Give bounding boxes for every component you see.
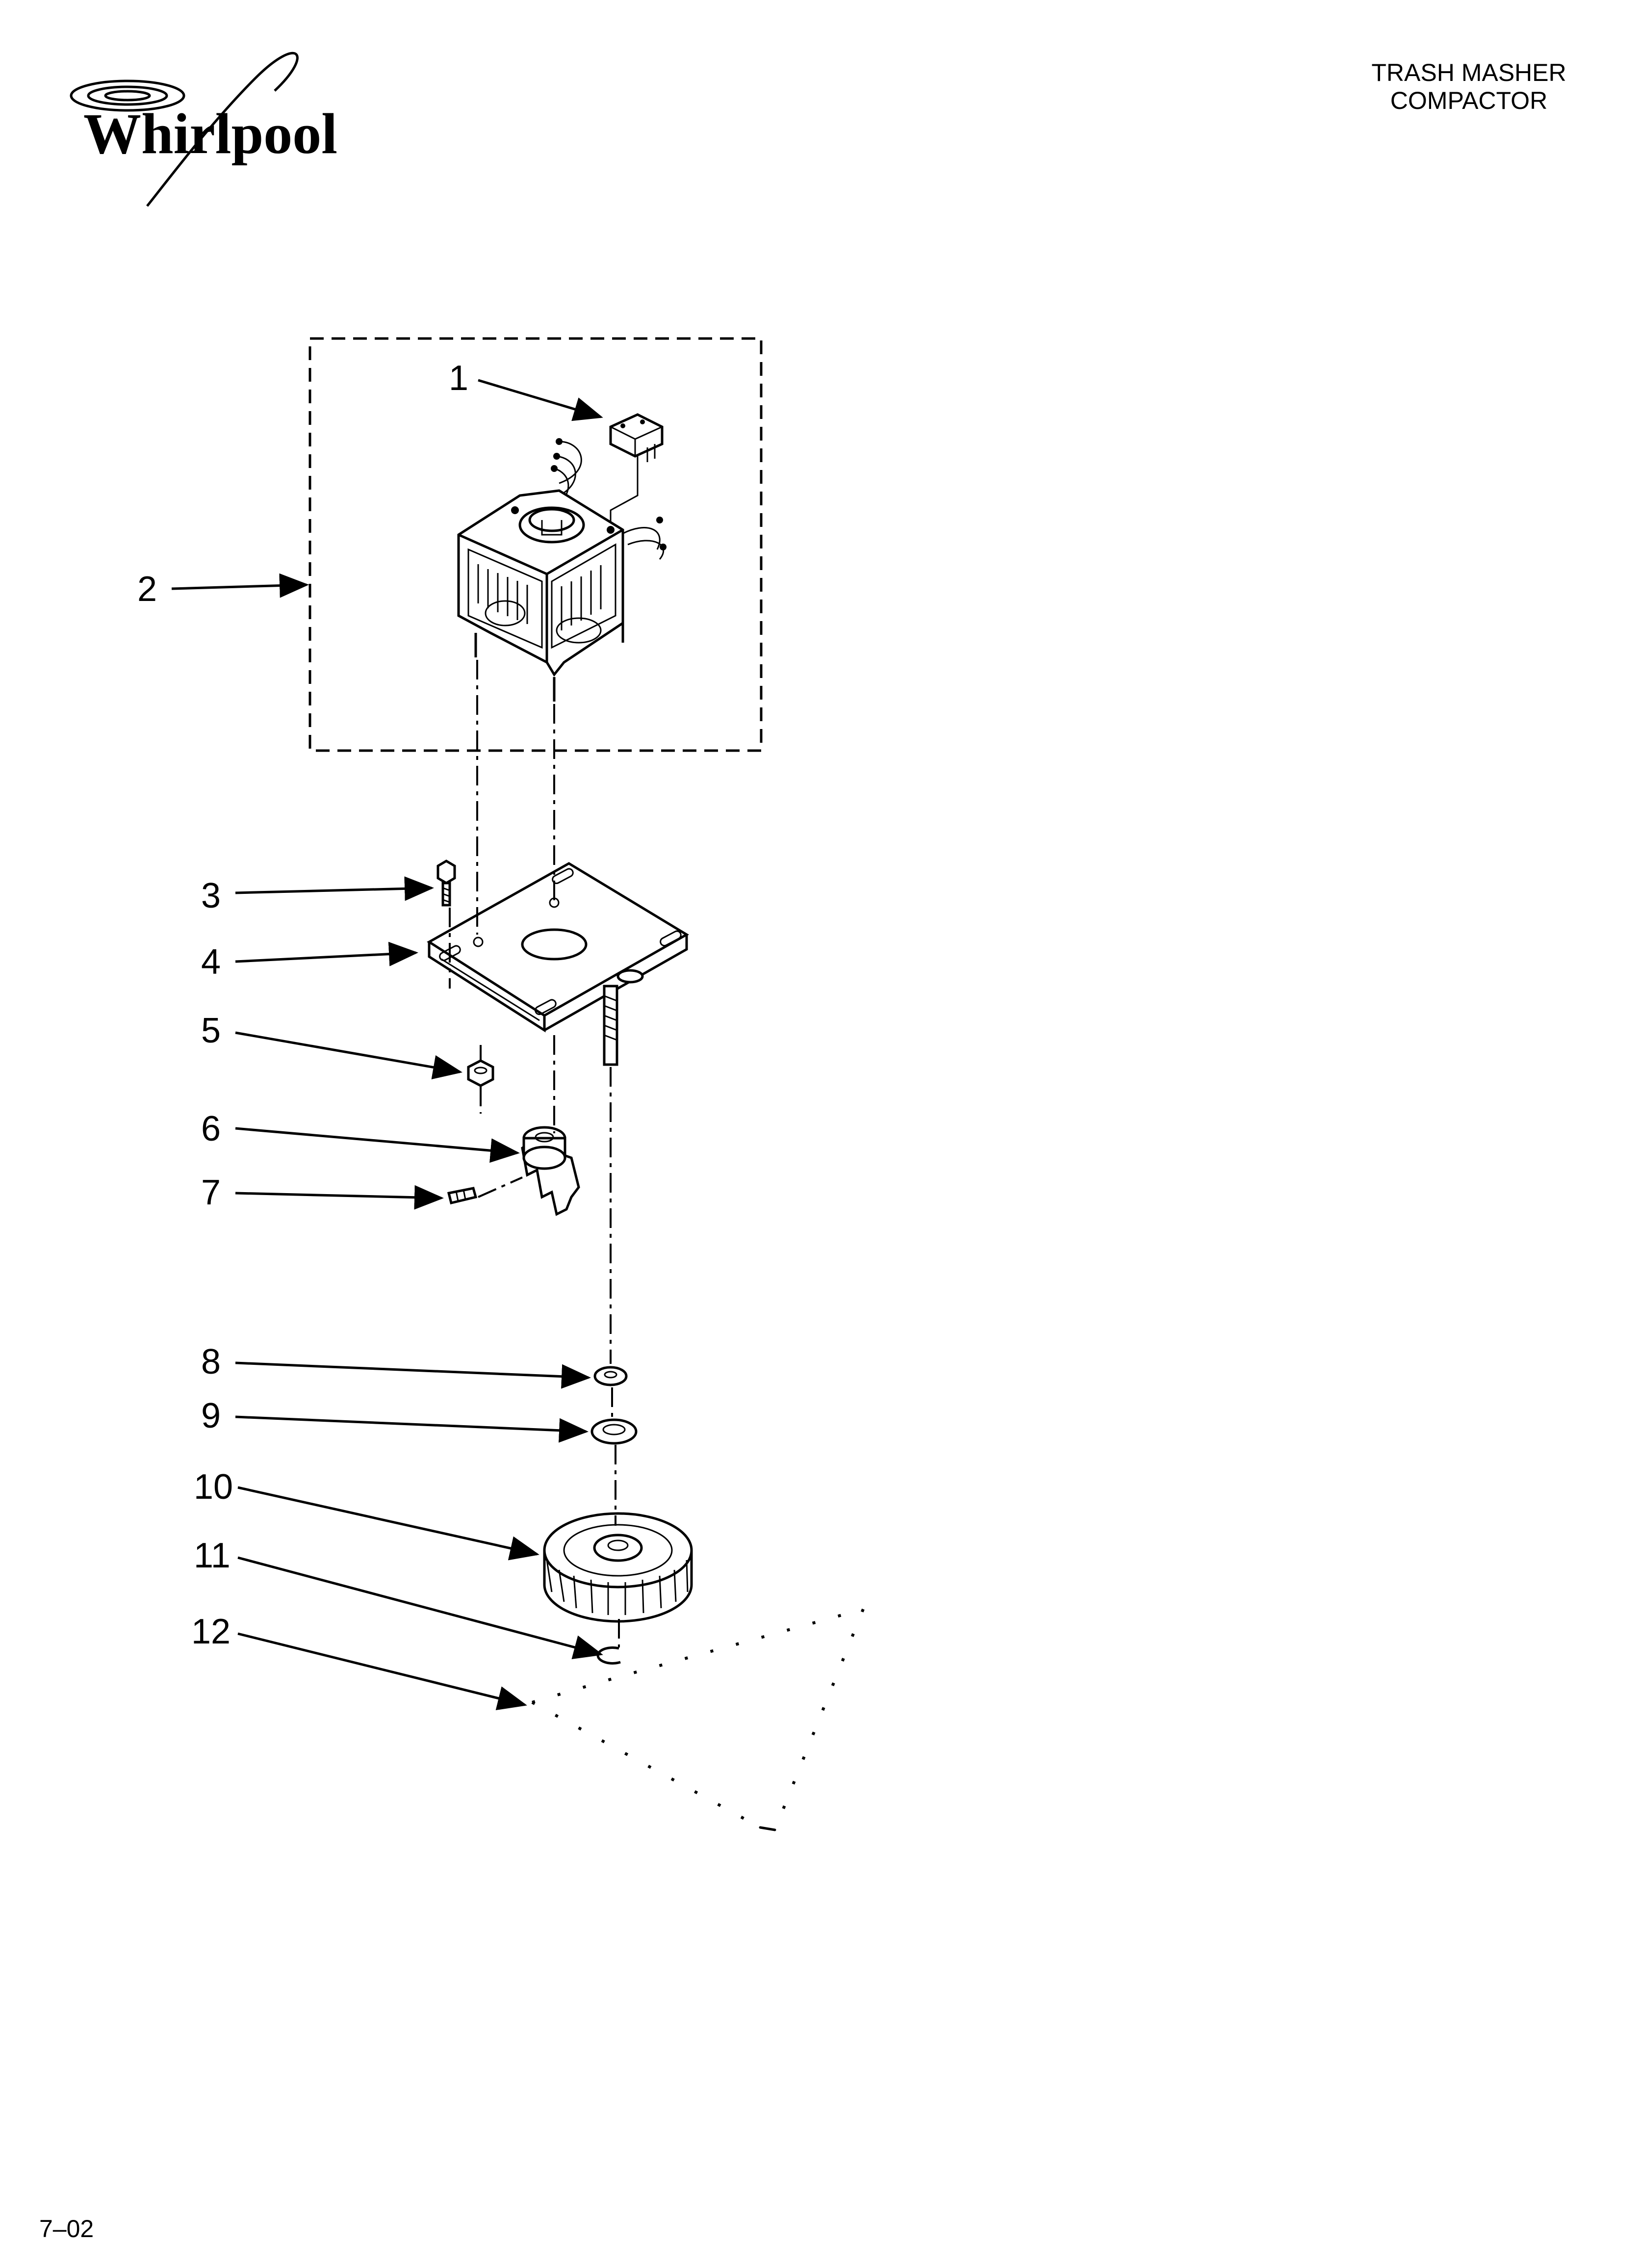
motor-switch-icon	[609, 413, 664, 462]
callout-12: 12	[191, 1612, 231, 1651]
brand-name: Whirlpool	[83, 102, 337, 166]
callout-numbers: 1 2 3 4 5 6 7 8 9 10 11 12	[137, 359, 468, 1651]
header-line2: COMPACTOR	[1390, 87, 1547, 114]
pinion-gear-icon	[521, 1126, 580, 1216]
washer-small-icon	[593, 1366, 628, 1386]
header-line1: TRASH MASHER	[1371, 59, 1566, 86]
callout-1: 1	[449, 359, 468, 398]
stud-icon	[603, 985, 618, 1066]
callout-7: 7	[201, 1173, 221, 1212]
callout-10: 10	[194, 1467, 233, 1507]
washer-large-icon	[590, 1418, 638, 1445]
hex-nut-icon	[467, 1059, 494, 1087]
callout-5: 5	[201, 1011, 221, 1050]
leader-lines	[171, 379, 603, 1711]
alignment-lines	[449, 660, 620, 1647]
whirlpool-logo: Whirlpool	[70, 52, 337, 207]
motor-assembly-box	[308, 337, 763, 752]
set-screw-icon	[447, 1187, 478, 1205]
mounting-bracket-icon	[427, 862, 689, 1033]
callout-8: 8	[201, 1342, 221, 1382]
motor-assembly-icon	[457, 438, 667, 702]
whirlpool-swirl-logo-icon	[70, 52, 299, 207]
footer-code: 7–02	[39, 2215, 94, 2242]
retaining-ring-icon	[596, 1646, 621, 1665]
callout-9: 9	[201, 1396, 221, 1435]
callout-3: 3	[201, 876, 221, 915]
sprocket-icon	[543, 1512, 693, 1623]
screw-icon	[436, 860, 456, 907]
callout-6: 6	[201, 1109, 221, 1148]
switch-wire	[610, 456, 639, 532]
callout-2: 2	[137, 570, 157, 609]
callout-11: 11	[194, 1536, 231, 1575]
callout-4: 4	[201, 942, 221, 982]
drive-chain-icon	[527, 1604, 868, 1835]
